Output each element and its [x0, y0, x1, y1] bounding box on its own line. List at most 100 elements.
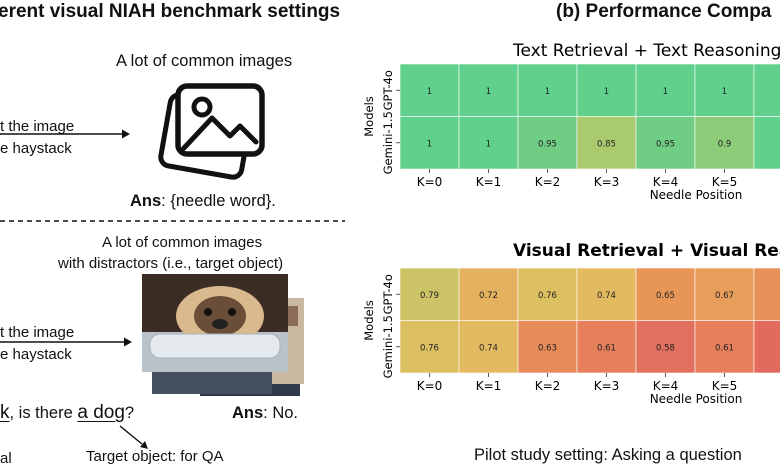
bottom-caption-line1: A lot of common images: [102, 234, 263, 251]
question-mid: , is there: [9, 404, 78, 422]
cell-value-label: 1: [604, 87, 609, 97]
heatmap-figure: Text Retrieval + Text Reasoning (G 1 1 1 1 1 1…: [362, 41, 780, 406]
cell-value-label: 0.58: [656, 343, 675, 353]
x-tick-label: K=3: [594, 175, 620, 189]
row-label: GPT-4o: [381, 70, 395, 110]
heatmap-cell: [458, 267, 519, 321]
cell-value-label: 0.95: [656, 139, 675, 149]
x-tick-label: K=0: [417, 175, 443, 189]
answer-bottom-value: : No.: [263, 404, 299, 422]
x-axis-label: Needle Position: [650, 392, 743, 406]
question-prefix: k: [0, 402, 10, 423]
heatmap-cell: [753, 63, 780, 117]
cell-value-label: 0.74: [479, 343, 498, 353]
cell-value-label: 0.61: [715, 343, 734, 353]
cell-value-label: 1: [486, 139, 491, 149]
row-label: GPT-4o: [381, 274, 395, 314]
cell-value-label: 1: [663, 87, 668, 97]
row-label: Gemini-1.5: [381, 111, 395, 174]
heatmap-cell: [635, 116, 696, 170]
answer-top-label: Ans: [130, 192, 162, 210]
y-axis-label: Models: [362, 300, 376, 341]
bottom-caption-line2: with distractors (i.e., target object): [58, 255, 284, 272]
cell-value-label: 0.67: [715, 291, 734, 301]
heatmap-cell: [517, 63, 578, 117]
heatmap-cell: [458, 63, 519, 117]
heatmap-cell: [458, 116, 519, 170]
cell-value-label: 1: [427, 139, 432, 149]
heatmap-cell: [399, 267, 460, 321]
heatmap-cell: [635, 63, 696, 117]
target-pointer-arrow: [119, 425, 148, 449]
x-tick-label: K=4: [653, 379, 679, 393]
heatmap-cell: [694, 63, 755, 117]
insert2-text-line1: t the image: [0, 324, 75, 341]
insert-arrow-bottom: [0, 337, 132, 347]
heatmap-cell: [399, 63, 460, 117]
left-panel-title: erent visual NIAH benchmark settings: [0, 1, 341, 22]
answer-top: Ans: {needle word}.: [130, 192, 276, 211]
heatmap-cell: [576, 320, 637, 374]
cell-value-label: 0.76: [538, 291, 557, 301]
heatmap-cell: [694, 320, 755, 374]
cell-value-label: 0.9: [718, 139, 732, 149]
right-panel-title: (b) Performance Compa: [556, 1, 772, 22]
insert2-text-line2: e haystack: [0, 346, 72, 363]
question-target: a dog: [77, 402, 125, 423]
x-tick-label: K=2: [535, 175, 561, 189]
cell-value-label: 0.72: [479, 291, 498, 301]
heatmap-cell: [694, 267, 755, 321]
x-tick-label: K=3: [594, 379, 620, 393]
answer-bottom: Ans: No.: [232, 404, 298, 423]
heatmap-cell: [635, 320, 696, 374]
image-stack-icon: [158, 83, 265, 180]
cell-value-label: 0.95: [538, 139, 557, 149]
question-text: k, is there a dog?: [0, 402, 134, 424]
x-tick-label: K=5: [712, 175, 738, 189]
x-tick-label: K=0: [417, 379, 443, 393]
insert-text-line1: t the image: [0, 118, 75, 135]
cell-value-label: 0.74: [597, 291, 616, 301]
heatmap-title: Visual Retrieval + Visual Reason: [513, 241, 780, 261]
x-tick-label: K=4: [653, 175, 679, 189]
insert-text-line2: e haystack: [0, 140, 72, 157]
heatmap-cell: [576, 63, 637, 117]
heatmap-1: Text Retrieval + Text Reasoning (G 1 1 1 1 1 1…: [362, 41, 780, 202]
cell-value-label: 0.63: [538, 343, 557, 353]
pilot-caption: Pilot study setting: Asking a question: [474, 446, 742, 464]
cell-value-label: 0.85: [597, 139, 616, 149]
cell-value-label: 0.65: [656, 291, 675, 301]
cell-value-label: 1: [722, 87, 727, 97]
x-axis-label: Needle Position: [650, 188, 743, 202]
heatmap-cell: [458, 320, 519, 374]
heatmap-cell: [399, 320, 460, 374]
heatmap-cell: [753, 267, 780, 321]
cell-value-label: 0.76: [420, 343, 439, 353]
cell-value-label: 0.79: [420, 291, 439, 301]
heatmap-cell: [576, 116, 637, 170]
pug-photo-stack: [142, 274, 304, 396]
cell-value-label: 0.61: [597, 343, 616, 353]
cell-value-label: 1: [427, 87, 432, 97]
target-note: Target object: for QA: [86, 448, 224, 465]
insert-arrow-top: [0, 129, 130, 139]
x-tick-label: K=2: [535, 379, 561, 393]
heatmap-cell: [517, 116, 578, 170]
heatmap-cell: [753, 116, 780, 170]
heatmap-cell: [753, 320, 780, 374]
heatmap-cell: [399, 116, 460, 170]
cell-value-label: 1: [545, 87, 550, 97]
x-tick-label: K=1: [476, 175, 502, 189]
heatmap-cell: [517, 320, 578, 374]
section-divider: [0, 220, 345, 222]
top-caption: A lot of common images: [116, 52, 293, 70]
question-end: ?: [124, 404, 135, 422]
bottom-left-fragment: al: [0, 450, 12, 467]
cell-value-label: 1: [486, 87, 491, 97]
answer-top-value: : {needle word}.: [161, 192, 276, 210]
heatmap-cell: [576, 267, 637, 321]
y-axis-label: Models: [362, 96, 376, 137]
heatmap-2: Visual Retrieval + Visual Reason 0.79 0.72…: [362, 241, 780, 406]
row-label: Gemini-1.5: [381, 315, 395, 378]
heatmap-title: Text Retrieval + Text Reasoning (G: [512, 41, 780, 61]
